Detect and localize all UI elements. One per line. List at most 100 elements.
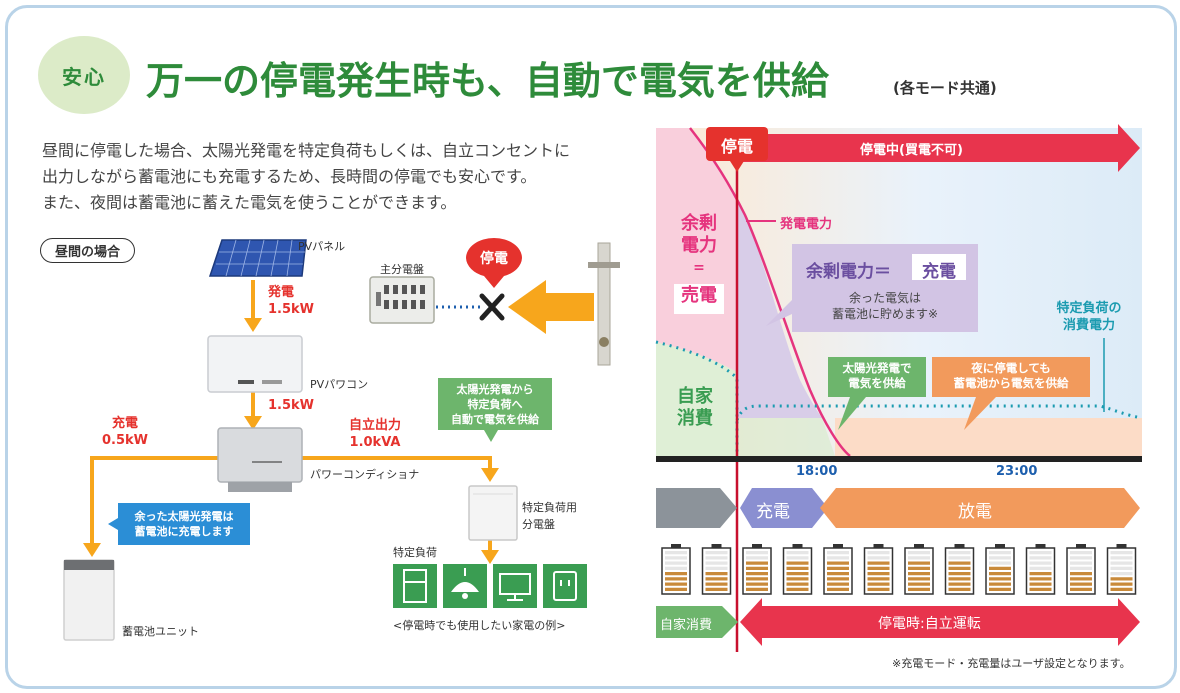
- intro-line-3: また、夜間は蓄電池に蓄えた電気を使うことができます。: [42, 193, 457, 212]
- night-callout-box: [932, 357, 1090, 430]
- supply-callout-line-3: 自動で電気を供給: [451, 413, 539, 426]
- solar-callout-line-1: 太陽光発電で: [842, 361, 912, 375]
- intro-line-1: 昼間に停電した場合、太陽光発電を特定負荷もしくは、自立コンセントに: [42, 141, 571, 160]
- system-diagram: [63, 238, 620, 641]
- supply-callout-line-2: 特定負荷へ: [467, 398, 523, 411]
- surplus-charge-box: [766, 244, 978, 332]
- autonomous-mode-bar: [740, 598, 1140, 646]
- page-title: 万一の停電発生時も、自動で電気を供給: [146, 58, 829, 103]
- time-1800: 18:00: [796, 464, 838, 479]
- battery-level-icons: [661, 544, 1137, 595]
- intro-text: 昼間に停電した場合、太陽光発電を特定負荷もしくは、自立コンセントに 出力しながら…: [42, 138, 642, 216]
- surplus-line-3: =: [693, 260, 705, 276]
- appliance-icons: [393, 564, 587, 608]
- battery-unit-label: 蓄電池ユニット: [122, 625, 199, 638]
- solar-callout-text: 太陽光発電で 電気を供給: [828, 361, 926, 391]
- flow-arrowheads: [83, 318, 499, 564]
- generation-label: 発電: [268, 285, 295, 300]
- battery-level-icon: [701, 544, 732, 595]
- sale-box: [674, 284, 724, 314]
- refrigerator-icon: [393, 564, 437, 608]
- supply-callout-box: [438, 378, 552, 442]
- generation-curve: [689, 127, 851, 457]
- self-consume-label: 自家 消費: [670, 386, 720, 430]
- outage-tag: [706, 127, 768, 172]
- power-conditioner-label: パワーコンディショナ: [310, 468, 420, 481]
- surplus-line-1: 余剰: [681, 213, 717, 234]
- pv-panel-icon: [208, 239, 307, 277]
- daytime-case-label: 昼間の場合: [40, 238, 136, 263]
- surplus-note-line-1: 余った電気は: [848, 291, 921, 305]
- special-load-panel-icon: [468, 485, 518, 541]
- outage-duration-bar: [737, 124, 1140, 172]
- surplus-callout-text: 余った太陽光発電は 蓄電池に充電します: [118, 509, 250, 539]
- surplus-callout-line-2: 蓄電池に充電します: [134, 525, 234, 538]
- special-panel-label: 特定負荷用 分電盤: [522, 499, 577, 533]
- page-subtitle: (各モード共通): [893, 79, 997, 97]
- self-consume-mode-bar: [656, 606, 738, 638]
- special-panel-line-1: 特定負荷用: [522, 501, 577, 514]
- charge-mode-label: 充電: [756, 502, 790, 522]
- self-consume-line-1: 自家: [677, 386, 713, 407]
- grid-supply-arrow: [508, 280, 594, 334]
- battery-level-icon: [944, 544, 975, 595]
- generation-power-label: 発電電力: [780, 217, 833, 232]
- footnote: ※充電モード・充電量はユーザ設定となります。: [892, 657, 1131, 670]
- battery-level-icon: [863, 544, 894, 595]
- discharge-mode-label: 放電: [958, 502, 992, 522]
- load-line-2: 消費電力: [1062, 318, 1115, 333]
- time-2300: 23:00: [996, 464, 1038, 479]
- surplus-sale-label: 余剰 電力 = 売電: [674, 213, 724, 307]
- night-callout-line-2: 蓄電池から電気を供給: [953, 376, 1069, 390]
- battery-level-icon: [742, 544, 772, 595]
- ceiling-light-icon: [443, 564, 487, 608]
- cut-off-x-icon: [479, 293, 505, 321]
- supply-callout-text: 太陽光発電から 特定負荷へ 自動で電気を供給: [438, 382, 552, 427]
- night-callout-text: 夜に停電しても 蓄電池から電気を供給: [932, 361, 1090, 391]
- surplus-line-2: 電力: [681, 235, 717, 256]
- battery-supply-area: [835, 418, 1142, 456]
- main-panel-label: 主分電盤: [380, 263, 424, 276]
- appliance-note: <停電時でも使用したい家電の例>: [393, 619, 566, 632]
- solar-callout-line-2: 電気を供給: [848, 376, 906, 390]
- special-panel-line-2: 分電盤: [522, 518, 555, 531]
- battery-level-icon: [661, 544, 691, 595]
- night-callout-line-1: 夜に停電しても: [971, 361, 1051, 375]
- self-output-label: 自立出力: [348, 418, 401, 433]
- pv-power-conditioner-icon: [207, 335, 303, 393]
- charge-value: 0.5kW: [101, 433, 148, 448]
- supply-callout-line-1: 太陽光発電から: [456, 383, 534, 396]
- surplus-line-4: 売電: [681, 285, 717, 306]
- battery-level-icon: [985, 544, 1015, 595]
- main-distribution-panel-icon: [369, 276, 435, 324]
- anshin-badge: 安心: [38, 36, 130, 114]
- battery-level-icon: [904, 544, 934, 595]
- pre-outage-mode-bar: [656, 488, 737, 528]
- battery-level-icon: [823, 544, 853, 595]
- self-output-value: 1.0kVA: [349, 435, 401, 450]
- generation-value: 1.5kW: [268, 302, 315, 317]
- charge-mode-bar: [740, 488, 828, 528]
- self-consume-line-2: 消費: [677, 408, 713, 429]
- special-load-label: 特定負荷: [393, 546, 437, 559]
- solar-callout-box: [828, 357, 926, 430]
- battery-level-icon: [1106, 544, 1137, 595]
- battery-level-icon: [1025, 544, 1056, 595]
- television-icon: [493, 564, 537, 608]
- charge-label: 充電: [111, 416, 138, 431]
- intro-line-2: 出力しながら蓄電池にも充電するため、長時間の停電でも安心です。: [42, 167, 537, 186]
- surplus-note: 余った電気は 蓄電池に貯めます※: [792, 290, 978, 322]
- outlet-icon: [543, 564, 587, 608]
- self-consume-bar-label: 自家消費: [660, 618, 713, 633]
- outage-pin: [466, 238, 522, 288]
- load-consumption-label: 特定負荷の 消費電力: [1036, 300, 1142, 334]
- flow-lines: [90, 280, 492, 552]
- surplus-eq-charge: 充電: [922, 262, 956, 282]
- utility-pole-icon: [588, 242, 620, 366]
- surplus-eq-label: 余剰電力＝: [806, 262, 891, 282]
- chart-baseline: [656, 456, 1142, 462]
- battery-unit-icon: [63, 559, 115, 641]
- surplus-charge-area: [737, 200, 822, 418]
- battery-level-icon: [782, 544, 813, 595]
